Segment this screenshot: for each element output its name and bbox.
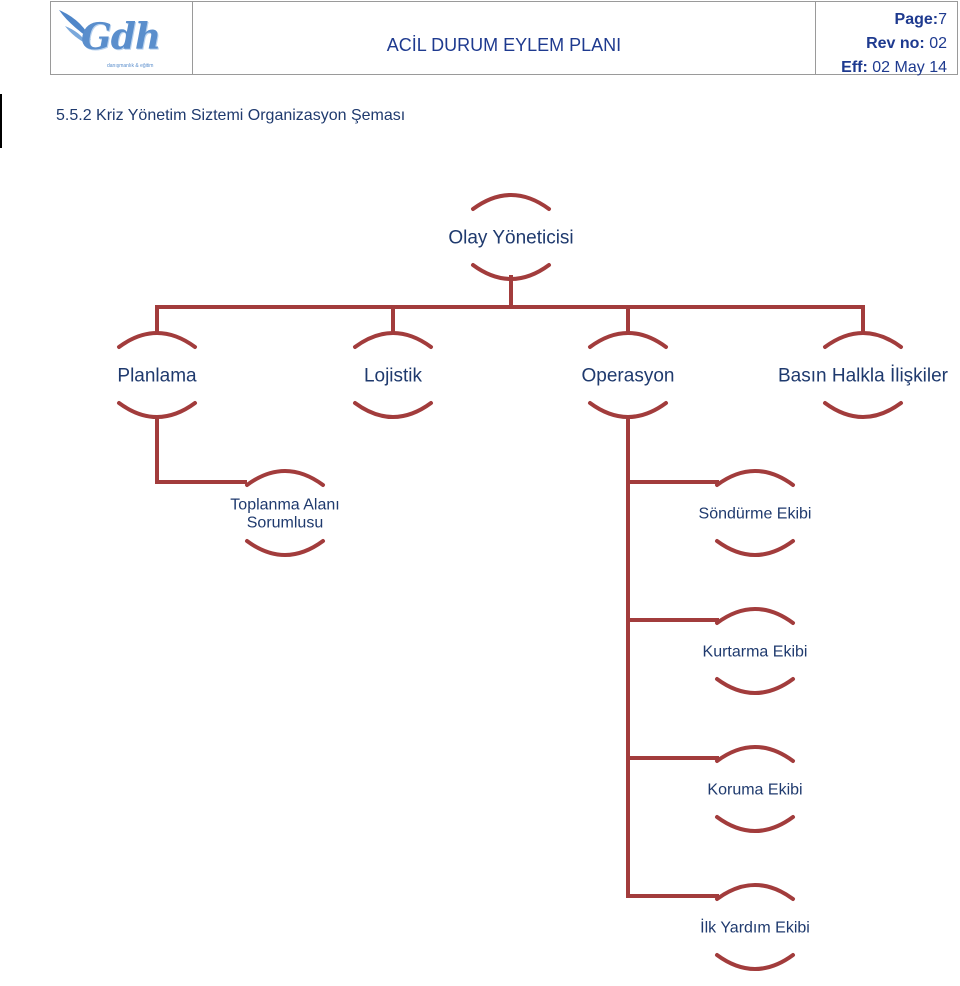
document-title: ACİL DURUM EYLEM PLANI xyxy=(386,35,622,55)
effective-date: Eff: 02 May 14 xyxy=(841,59,947,76)
logo-subtext: danışmanlık & eğitim xyxy=(107,63,154,69)
node-label: Söndürme Ekibi xyxy=(699,506,812,523)
node-label: Basın Halkla İlişkiler xyxy=(778,366,949,387)
node-operasyon: Operasyon xyxy=(582,331,675,419)
node-olay-yoneticisi: Olay Yöneticisi xyxy=(448,193,574,281)
node-label: Toplanma Alanı xyxy=(230,497,339,514)
logo-text: Gdh xyxy=(81,16,161,58)
node-arc-top xyxy=(715,745,795,763)
node-label: Operasyon xyxy=(582,366,675,387)
node-arc-bottom xyxy=(245,539,325,557)
node-arc-top xyxy=(715,607,795,625)
node-arc-bottom xyxy=(715,539,795,557)
node-arc-bottom xyxy=(117,401,197,419)
node-label: Planlama xyxy=(117,366,197,387)
bird-logo-icon xyxy=(59,10,91,44)
node-arc-bottom xyxy=(715,815,795,833)
node-koruma-ekibi: Koruma Ekibi xyxy=(707,745,803,833)
document-meta: Page:7 Rev no: 02 Eff: 02 May 14 xyxy=(816,2,957,76)
node-label: Koruma Ekibi xyxy=(707,782,802,799)
node-kurtarma-ekibi: Kurtarma Ekibi xyxy=(703,607,808,695)
node-label: Kurtarma Ekibi xyxy=(703,644,808,661)
node-arc-top xyxy=(117,331,197,349)
node-arc-bottom xyxy=(588,401,668,419)
page-number: Page:7 xyxy=(894,11,947,28)
node-arc-bottom xyxy=(823,401,903,419)
margin-bar xyxy=(0,94,2,148)
node-ilk-yardim-ekibi: İlk Yardım Ekibi xyxy=(700,883,810,971)
document-header: Gdh danışmanlık & eğitim ACİL DURUM EYLE… xyxy=(50,1,958,76)
node-label: Lojistik xyxy=(364,366,423,387)
node-arc-top xyxy=(471,193,551,211)
company-logo: Gdh danışmanlık & eğitim xyxy=(51,2,193,74)
node-arc-bottom xyxy=(715,677,795,695)
node-planlama: Planlama xyxy=(117,331,197,419)
node-sondurme-ekibi: Söndürme Ekibi xyxy=(699,469,812,557)
node-label: İlk Yardım Ekibi xyxy=(700,918,810,937)
node-arc-top xyxy=(823,331,903,349)
node-arc-bottom xyxy=(715,953,795,971)
node-label: Sorumlusu xyxy=(247,515,323,532)
node-arc-bottom xyxy=(353,401,433,419)
section-title: 5.5.2 Kriz Yönetim Siztemi Organizasyon … xyxy=(56,107,406,124)
header-title-cell: ACİL DURUM EYLEM PLANI xyxy=(193,2,816,74)
node-arc-top xyxy=(715,883,795,901)
node-arc-top xyxy=(588,331,668,349)
node-label: Olay Yöneticisi xyxy=(448,228,573,249)
node-arc-top xyxy=(245,469,325,487)
org-chart-connectors xyxy=(155,275,865,898)
node-arc-bottom xyxy=(471,263,551,281)
revision-number: Rev no: 02 xyxy=(866,35,947,52)
node-basin-halkla-iliskiler: Basın Halkla İlişkiler xyxy=(778,331,949,419)
node-lojistik: Lojistik xyxy=(353,331,433,419)
node-arc-top xyxy=(353,331,433,349)
node-arc-top xyxy=(715,469,795,487)
